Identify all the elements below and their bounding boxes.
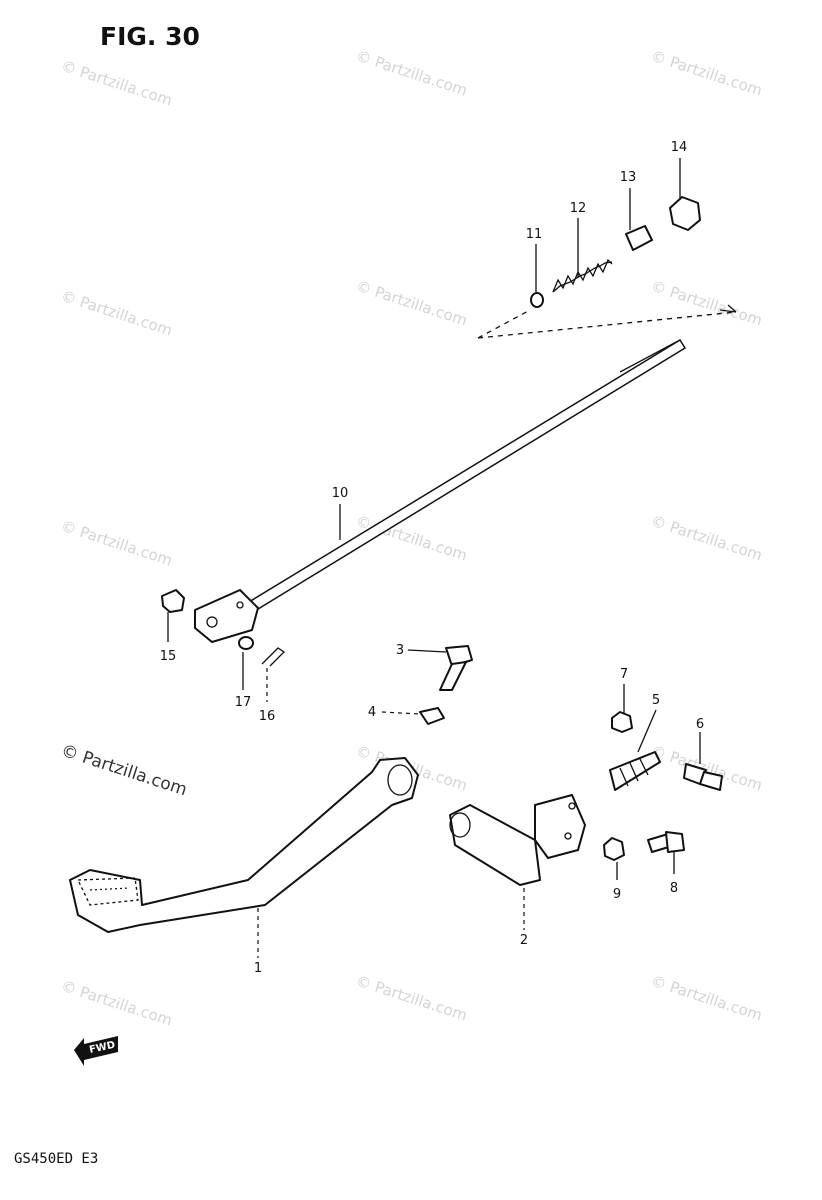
forward-direction-marker: FWD [74, 1036, 118, 1066]
callout-3: 3 [396, 643, 404, 658]
callout-13: 13 [620, 170, 637, 185]
part-brake-pedal [69, 757, 419, 933]
part-nut [611, 711, 633, 733]
part-brake-rod [194, 338, 687, 643]
watermark: © Partzilla.com [59, 287, 175, 340]
callout-17: 17 [235, 695, 252, 710]
part-cotter-pin [261, 647, 286, 667]
callout-7: 7 [620, 667, 628, 682]
callout-6: 6 [696, 717, 704, 732]
watermark: © Partzilla.com [354, 47, 470, 100]
watermark: © Partzilla.com [59, 977, 175, 1030]
watermark: © Partzilla.com [649, 972, 765, 1025]
watermark-prominent: © Partzilla.com [58, 741, 189, 801]
callout-12: 12 [570, 201, 587, 216]
callout-8: 8 [670, 881, 678, 896]
model-code: GS450ED E3 [14, 1151, 98, 1167]
part-washer [530, 292, 544, 308]
part-pin [161, 589, 185, 613]
callout-1: 1 [254, 961, 262, 976]
watermark: © Partzilla.com [59, 57, 175, 110]
part-bolt [683, 763, 723, 791]
leader-4 [381, 711, 421, 715]
watermark: © Partzilla.com [354, 277, 470, 330]
part-return-spring [609, 751, 661, 791]
callout-4: 4 [368, 705, 376, 720]
callout-5: 5 [652, 693, 660, 708]
part-bolt-lower [647, 831, 685, 853]
part-washer-small [238, 636, 254, 650]
watermark: © Partzilla.com [649, 47, 765, 100]
part-pivot-bolt [439, 645, 473, 691]
callout-9: 9 [613, 887, 621, 902]
watermark: © Partzilla.com [59, 517, 175, 570]
part-brake-spring [552, 258, 613, 293]
forward-label: FWD [88, 1040, 116, 1056]
callout-10: 10 [332, 486, 349, 501]
watermark: © Partzilla.com [649, 277, 765, 330]
forward-arrow-icon [74, 1036, 118, 1066]
part-circlip [419, 707, 445, 725]
leader-3 [407, 649, 447, 653]
watermark: © Partzilla.com [354, 972, 470, 1025]
part-brake-joint [625, 225, 653, 251]
callout-16: 16 [259, 709, 276, 724]
figure-title: FIG. 30 [100, 22, 200, 51]
part-nut-lower [603, 837, 625, 861]
callout-15: 15 [160, 649, 177, 664]
part-adjusting-nut [669, 196, 701, 231]
callout-11: 11 [526, 227, 543, 242]
watermark: © Partzilla.com [649, 512, 765, 565]
callout-14: 14 [671, 140, 688, 155]
callout-2: 2 [520, 933, 528, 948]
part-pivot-shaft [449, 794, 586, 886]
leader-5 [637, 709, 657, 753]
watermark-layer: © Partzilla.com © Partzilla.com © Partzi… [59, 47, 765, 1030]
